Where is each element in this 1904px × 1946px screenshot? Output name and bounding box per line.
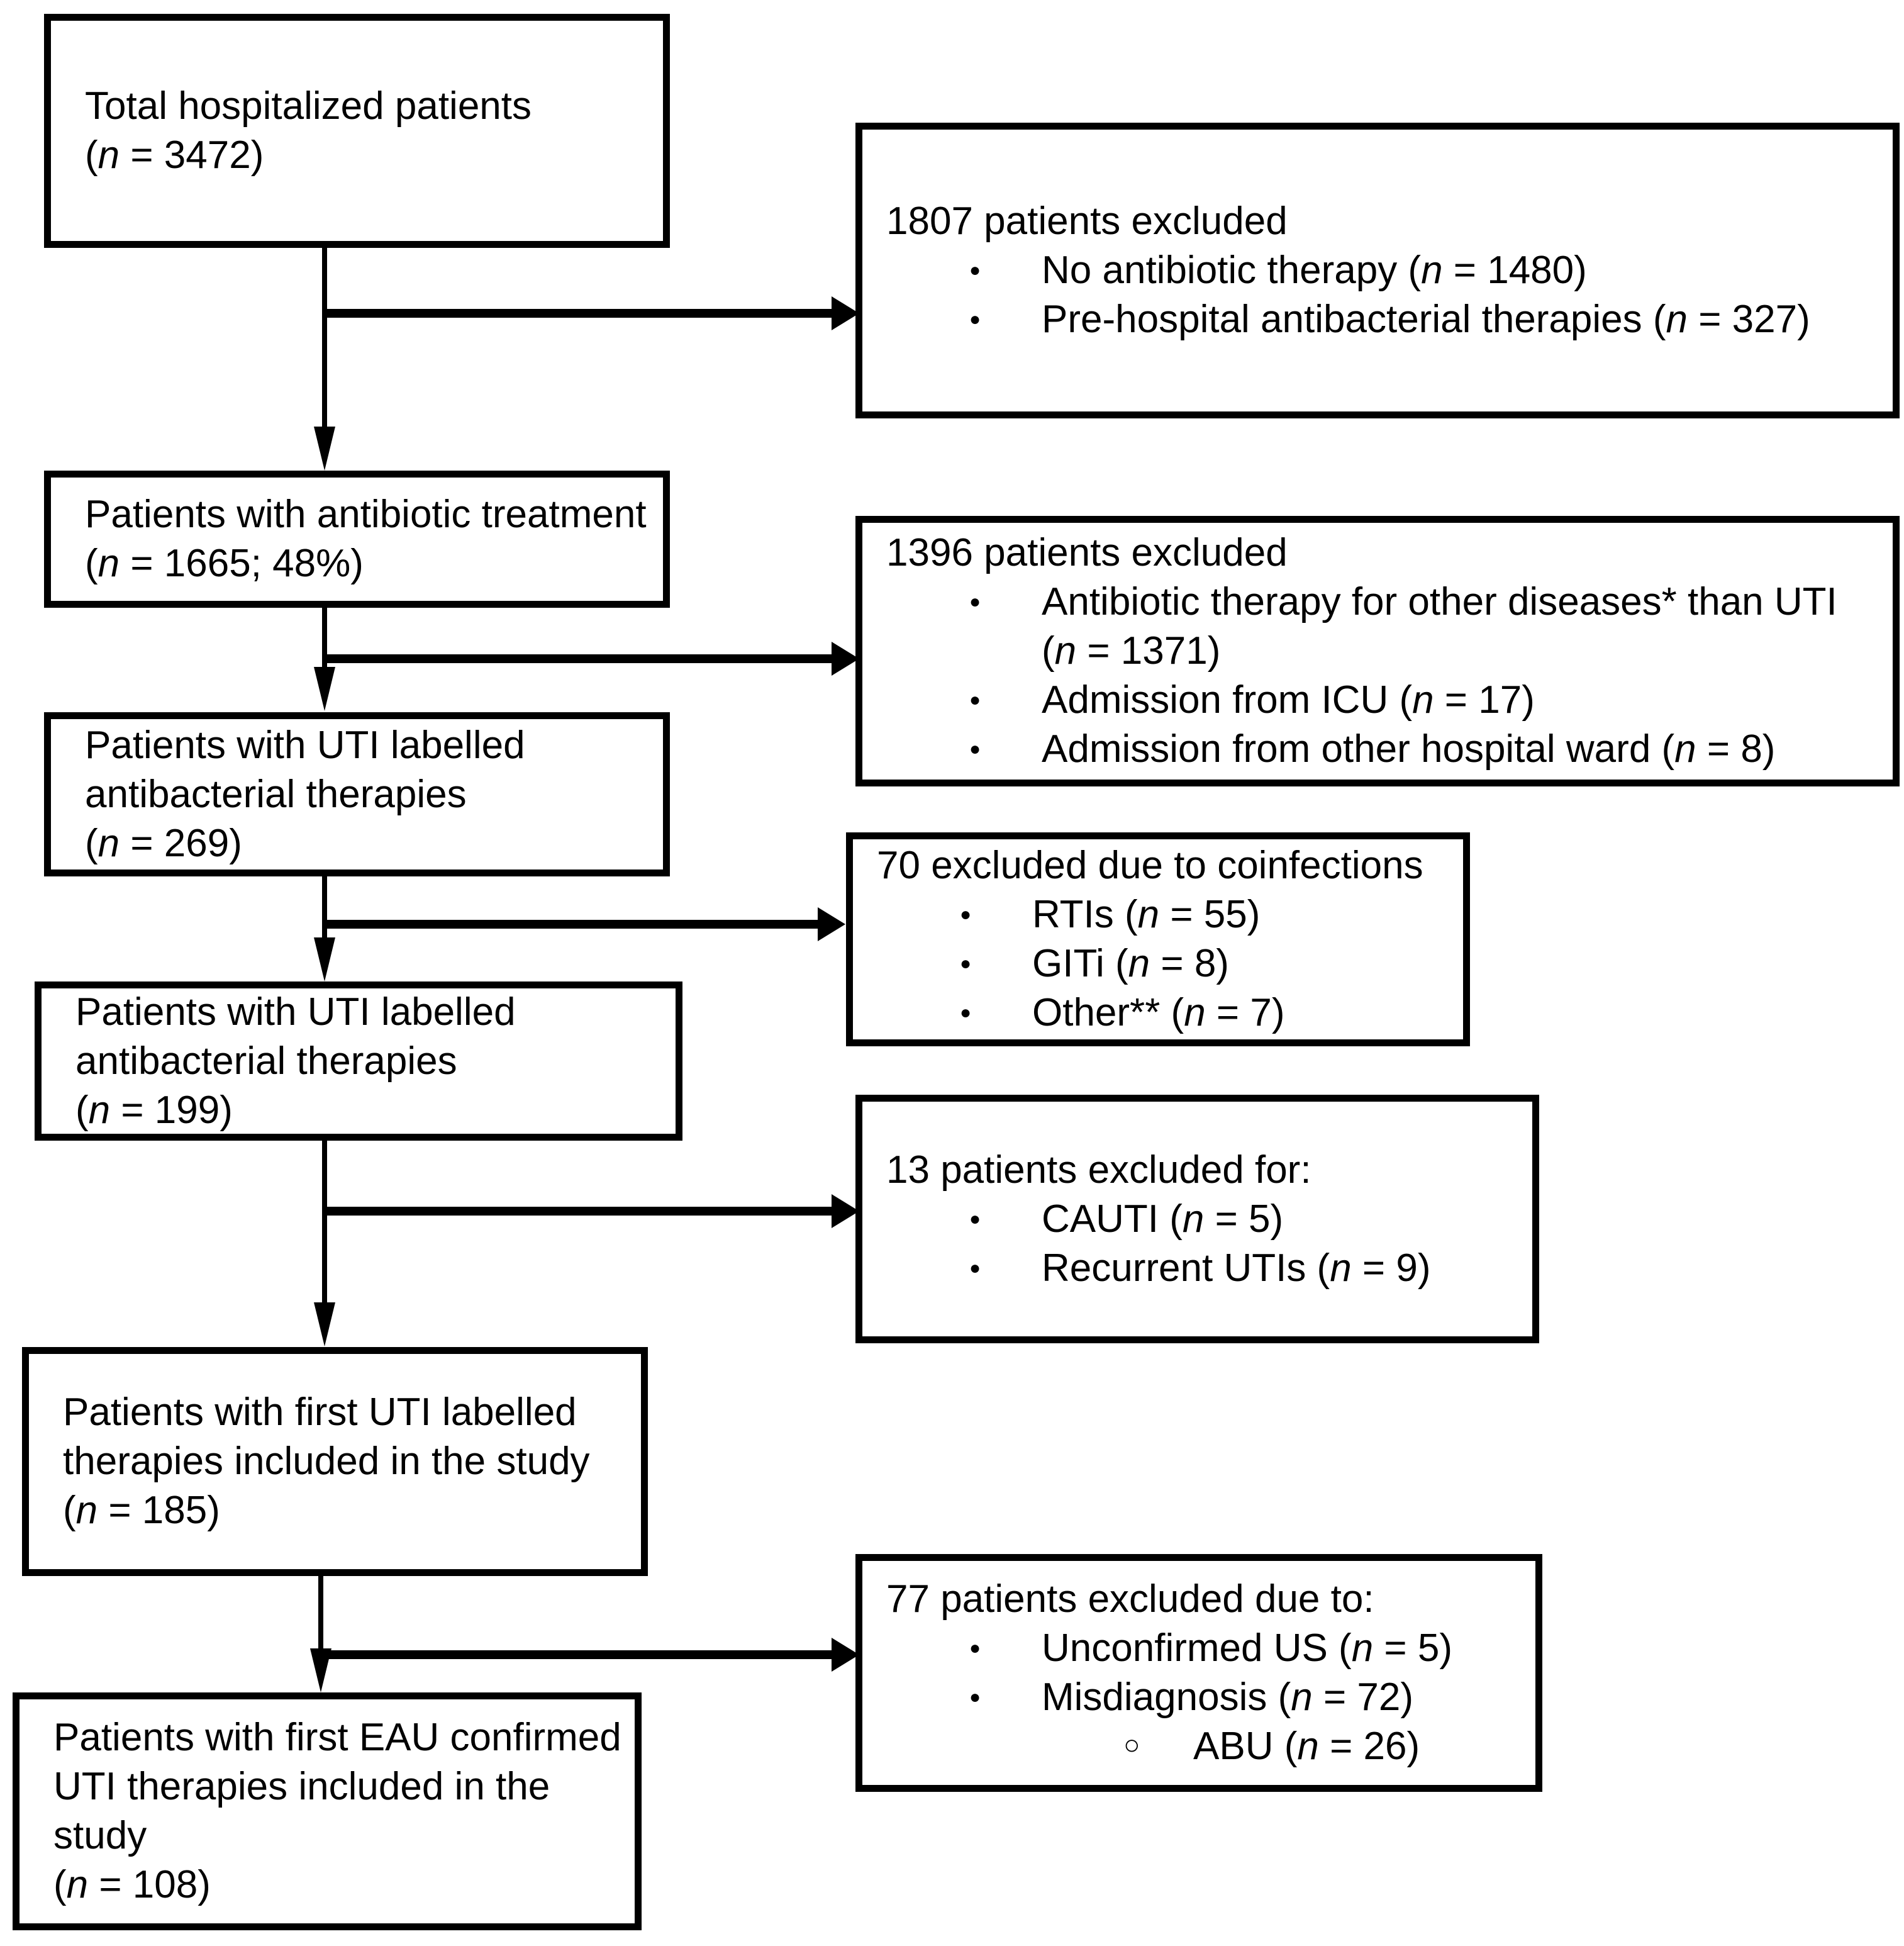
flow-box-line: therapies included in the study	[63, 1440, 590, 1483]
flow-box-count: (n = 1665; 48%)	[85, 542, 364, 585]
arrow-branch-excluded-77	[321, 1638, 859, 1672]
exclusion-item: Antibiotic therapy for other diseases* t…	[862, 578, 1893, 676]
exclusion-box-1396: 1396 patients excluded Antibiotic therap…	[855, 516, 1900, 786]
exclusion-title: 1807 patients excluded	[886, 199, 1288, 243]
exclusion-sub-item: ABU (n = 26)	[862, 1722, 1535, 1771]
flow-box-first-eau-confirmed-108: Patients with first EAU confirmed UTI th…	[13, 1692, 642, 1930]
arrow-branch-excluded-70	[325, 907, 845, 941]
exclusion-title: 1396 patients excluded	[886, 531, 1288, 574]
arrow-uti199-to-first185	[314, 1141, 335, 1346]
flow-box-count: (n = 269)	[85, 821, 242, 865]
flow-box-line: Patients with UTI labelled	[75, 990, 516, 1034]
flow-box-count: (n = 108)	[53, 1863, 211, 1906]
exclusion-item: Unconfirmed US (n = 5)	[862, 1624, 1535, 1673]
flow-box-line: Patients with UTI labelled	[85, 723, 525, 767]
exclusion-list: No antibiotic therapy (n = 1480) Pre-hos…	[862, 246, 1893, 344]
exclusion-item: Other** (n = 7)	[853, 988, 1463, 1037]
exclusion-item: GITi (n = 8)	[853, 939, 1463, 988]
flow-box-uti-labelled-199: Patients with UTI labelled antibacterial…	[35, 981, 682, 1141]
exclusion-title: 13 patients excluded for:	[886, 1148, 1311, 1192]
exclusion-list: Antibiotic therapy for other diseases* t…	[862, 578, 1893, 774]
arrow-first185-to-eau108	[310, 1576, 331, 1692]
exclusion-box-77: 77 patients excluded due to: Unconfirmed…	[855, 1554, 1542, 1792]
arrow-branch-excluded-13	[325, 1194, 859, 1228]
flow-box-line: Total hospitalized patients	[85, 84, 532, 128]
exclusion-list: RTIs (n = 55) GITi (n = 8) Other** (n = …	[853, 890, 1463, 1037]
flow-box-line: Patients with first UTI labelled	[63, 1390, 577, 1434]
flow-box-line: study	[53, 1814, 147, 1857]
exclusion-item: Pre-hospital antibacterial therapies (n …	[862, 295, 1893, 344]
arrow-total-to-antibiotic	[314, 248, 335, 471]
flow-box-count: (n = 3472)	[85, 133, 264, 177]
arrow-branch-excluded-1396	[325, 642, 859, 676]
exclusion-title: 70 excluded due to coinfections	[877, 844, 1423, 887]
exclusion-item: CAUTI (n = 5)	[862, 1195, 1532, 1244]
flow-box-count: (n = 185)	[63, 1489, 220, 1532]
exclusion-list: Unconfirmed US (n = 5) Misdiagnosis (n =…	[862, 1624, 1535, 1771]
exclusion-box-13: 13 patients excluded for: CAUTI (n = 5) …	[855, 1095, 1539, 1343]
arrow-branch-excluded-1807	[325, 296, 859, 330]
flow-box-line: antibacterial therapies	[85, 772, 467, 816]
flow-box-first-uti-labelled-185: Patients with first UTI labelled therapi…	[22, 1347, 648, 1576]
flow-box-line: antibacterial therapies	[75, 1039, 457, 1083]
exclusion-item: Recurrent UTIs (n = 9)	[862, 1244, 1532, 1293]
exclusion-item: No antibiotic therapy (n = 1480)	[862, 246, 1893, 295]
exclusion-item: Admission from ICU (n = 17)	[862, 676, 1893, 725]
exclusion-box-1807: 1807 patients excluded No antibiotic the…	[855, 123, 1900, 418]
exclusion-box-70-coinfections: 70 excluded due to coinfections RTIs (n …	[846, 832, 1470, 1046]
flow-box-count: (n = 199)	[75, 1088, 233, 1132]
exclusion-item: Misdiagnosis (n = 72)	[862, 1673, 1535, 1722]
flow-box-antibiotic-treatment: Patients with antibiotic treatment (n = …	[44, 471, 670, 608]
exclusion-list: CAUTI (n = 5) Recurrent UTIs (n = 9)	[862, 1195, 1532, 1293]
exclusion-item: RTIs (n = 55)	[853, 890, 1463, 939]
flow-box-line: UTI therapies included in the	[53, 1765, 550, 1808]
flow-box-total-hospitalized: Total hospitalized patients (n = 3472)	[44, 14, 670, 248]
flow-box-line: Patients with antibiotic treatment	[85, 493, 647, 536]
arrow-uti269-to-uti199	[314, 876, 335, 981]
exclusion-title: 77 patients excluded due to:	[886, 1577, 1374, 1621]
flow-box-line: Patients with first EAU confirmed	[53, 1716, 621, 1759]
flow-box-uti-labelled-269: Patients with UTI labelled antibacterial…	[44, 712, 670, 876]
exclusion-item: Admission from other hospital ward (n = …	[862, 725, 1893, 774]
